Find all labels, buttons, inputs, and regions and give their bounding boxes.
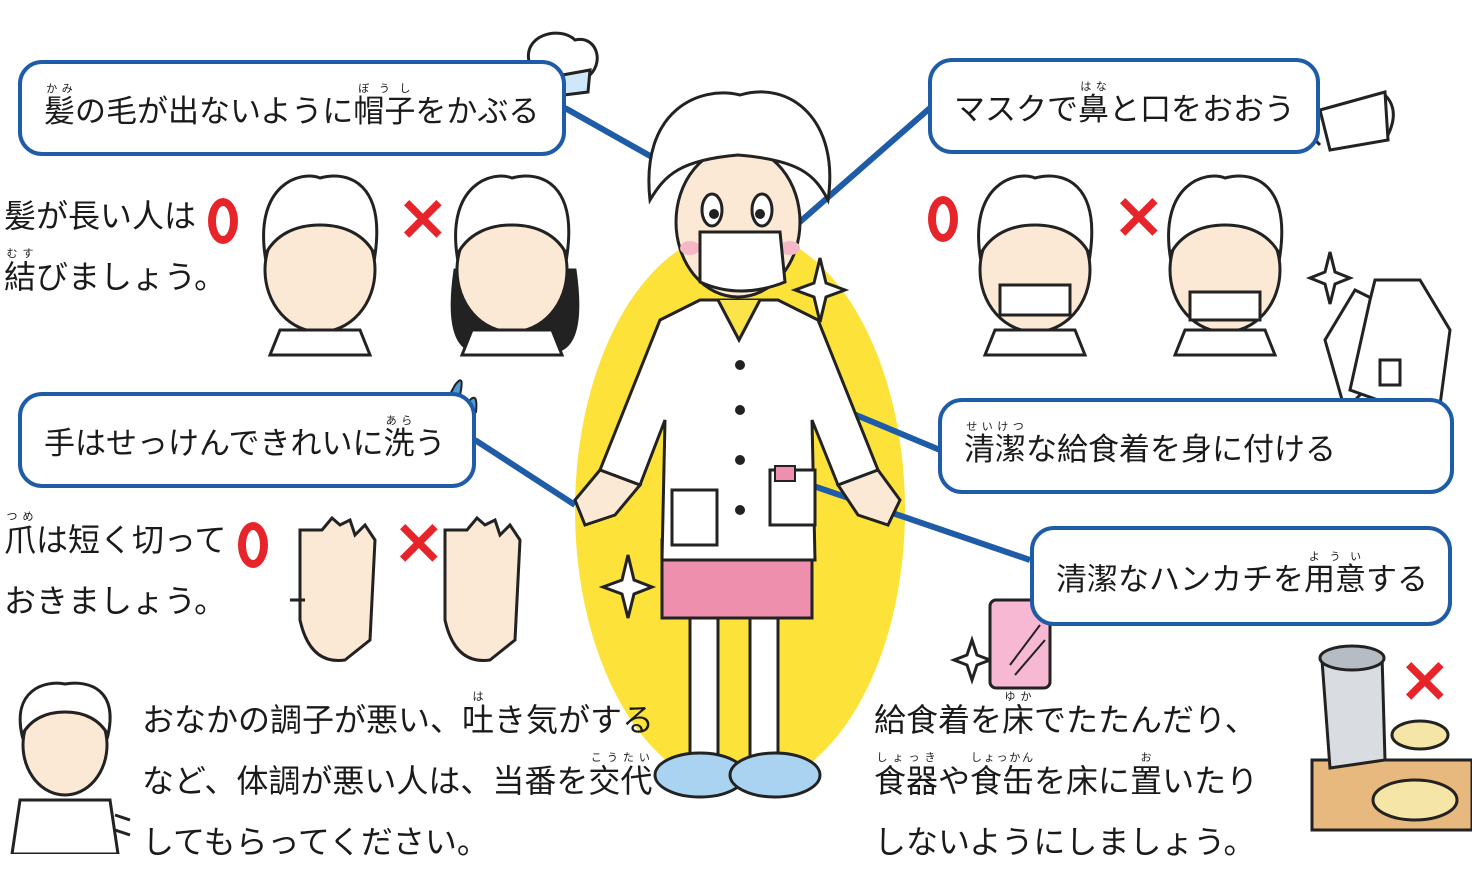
illustration-layer	[10, 31, 1472, 854]
text-segment: マスクで	[954, 92, 1078, 129]
note-floor: 給食着を床ゆかでたたんだり、食器しょっきや食缶しょっかんを床に置おいたりしないよ…	[874, 690, 1258, 872]
text-segment: や	[938, 761, 971, 800]
ruby-word: 鼻はな	[1078, 80, 1109, 129]
text-segment: の毛が出ないように	[75, 94, 354, 131]
ng-mark-floor: ×	[1398, 643, 1452, 717]
face-mask	[698, 230, 787, 293]
sparkle-icons	[598, 251, 1355, 685]
bubble-wash-text: 手はせっけんできれいに洗あらう	[44, 414, 445, 466]
hygiene-poster: 髪かみの毛が出ないように帽子ぼうしをかぶる マスクで鼻はなと口をおおう 手はせっ…	[4, 31, 1472, 861]
sparkle-icon	[1305, 251, 1355, 305]
sparkle-icon	[598, 554, 657, 619]
text-segment: う	[414, 426, 446, 463]
right-hand	[835, 468, 902, 527]
text-line: おなかの調子が悪い、吐はき気がする	[142, 690, 654, 751]
text-segment: 清潔なハンカチを	[1056, 562, 1304, 599]
text-segment: おきましょう。	[4, 581, 227, 620]
face-mask-incorrect	[1167, 174, 1284, 357]
text-segment: と口をおおう	[1109, 92, 1295, 129]
ok-mark-hair	[208, 198, 238, 244]
note-hair-lines: 髪が長い人は結むすびましょう。	[4, 186, 226, 308]
face-long-hair-tied	[262, 174, 379, 357]
text-segment: いたり	[1162, 761, 1259, 800]
ruby-word: 洗あら	[383, 414, 415, 463]
text-segment: な給食着を身に付ける	[1026, 432, 1336, 469]
bubble-handkerchief-text: 清潔なハンカチを用意よういする	[1056, 550, 1428, 602]
ruby-word: 置お	[1130, 750, 1163, 800]
note-health: おなかの調子が悪い、吐はき気がするなど、体調が悪い人は、当番を交代こうたいしても…	[142, 690, 654, 872]
left-hand	[573, 468, 643, 527]
text-segment: してもらってください。	[142, 822, 489, 861]
note-health-lines: おなかの調子が悪い、吐はき気がするなど、体調が悪い人は、当番を交代こうたいしても…	[142, 690, 654, 872]
bubble-cap-text: 髪かみの毛が出ないように帽子ぼうしをかぶる	[44, 82, 539, 134]
text-line: 食器しょっきや食缶しょっかんを床に置おいたり	[874, 751, 1258, 812]
text-segment: 手はせっけんできれいに	[44, 426, 384, 463]
text-segment: をかぶる	[415, 94, 540, 131]
bubble-mask-text: マスクで鼻はなと口をおおう	[954, 80, 1295, 132]
ng-mark-hair: ×	[396, 181, 450, 255]
bubble-uniform-text: 清潔せいけつな給食着を身に付ける	[964, 420, 1336, 472]
ok-mark-nails	[238, 522, 268, 568]
ng-mark-nails: ×	[392, 505, 446, 579]
bubble-handkerchief: 清潔なハンカチを用意よういする	[1030, 526, 1452, 626]
coat-icon	[1323, 278, 1452, 418]
ok-mark-mask	[928, 196, 958, 242]
ruby-word: 用意ようい	[1304, 550, 1366, 599]
text-segment: でたたんだり、	[1034, 701, 1257, 739]
note-floor-lines: 給食着を床ゆかでたたんだり、食器しょっきや食缶しょっかんを床に置おいたりしないよ…	[874, 690, 1258, 872]
ruby-word: 交代こうたい	[588, 750, 653, 800]
sick-child-icon	[10, 681, 131, 854]
note-hair: 髪が長い人は結むすびましょう。	[4, 186, 226, 308]
ruby-word: 爪つめ	[4, 510, 37, 559]
mask-icon	[1308, 90, 1395, 152]
handkerchief-icon	[988, 598, 1052, 690]
text-line: おきましょう。	[4, 571, 226, 632]
bubble-wash: 手はせっけんできれいに洗あらう	[18, 392, 476, 488]
sparkle-icon	[790, 257, 850, 323]
ruby-word: 結むす	[4, 246, 37, 296]
text-line: など、体調が悪い人は、当番を交代こうたい	[142, 751, 654, 812]
face-mask-correct	[977, 174, 1094, 357]
text-segment: など、体調が悪い人は、当番を	[142, 761, 589, 800]
text-segment: する	[1366, 562, 1428, 599]
right-shoe	[728, 751, 822, 799]
bubble-cap: 髪かみの毛が出ないように帽子ぼうしをかぶる	[18, 60, 566, 156]
hand-long-nails	[443, 515, 522, 662]
ruby-word: 吐は	[462, 690, 495, 739]
text-segment: き気がする	[494, 701, 655, 739]
note-nails: 爪つめは短く切っておきましょう。	[4, 510, 226, 632]
ruby-word: 髪かみ	[44, 82, 75, 131]
bubble-uniform: 清潔せいけつな給食着を身に付ける	[938, 398, 1454, 494]
face-long-hair-loose	[450, 174, 580, 357]
text-line: 髪が長い人は	[4, 186, 226, 247]
ruby-word: 清潔せいけつ	[964, 420, 1026, 469]
ruby-word: 帽子ぼうし	[353, 82, 416, 131]
text-line: 爪つめは短く切って	[4, 510, 226, 571]
text-segment: しないようにしましょう。	[874, 822, 1256, 861]
text-line: 結むすびましょう。	[4, 247, 226, 308]
ruby-word: 食缶しょっかん	[970, 750, 1035, 800]
text-line: 給食着を床ゆかでたたんだり、	[874, 690, 1258, 751]
ng-mark-mask: ×	[1112, 179, 1166, 253]
text-segment: は短く切って	[36, 521, 227, 559]
ruby-word: 床ゆか	[1002, 690, 1035, 739]
sparkle-icon	[949, 635, 995, 685]
hand-short-nails	[290, 515, 377, 662]
ruby-word: 食器しょっき	[874, 750, 939, 800]
text-line: してもらってください。	[142, 812, 654, 872]
text-segment: 給食着を	[874, 701, 1003, 739]
text-line: しないようにしましょう。	[874, 812, 1258, 872]
note-nails-lines: 爪つめは短く切っておきましょう。	[4, 510, 226, 632]
girl-figure	[573, 90, 902, 799]
text-segment: びましょう。	[36, 257, 227, 296]
hair-cap	[647, 90, 832, 205]
text-segment: を床に	[1034, 761, 1131, 800]
text-segment: 髪が長い人は	[4, 197, 197, 235]
bubble-mask: マスクで鼻はなと口をおおう	[928, 58, 1320, 154]
bowl-icon	[1371, 719, 1459, 822]
text-segment: おなかの調子が悪い、	[142, 701, 463, 739]
